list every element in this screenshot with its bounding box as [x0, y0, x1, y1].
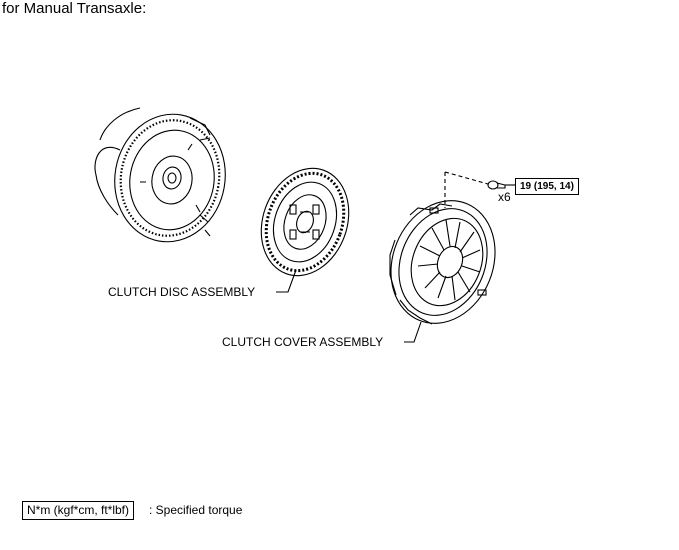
leader-clutch-cover — [404, 321, 422, 343]
leader-clutch-disc — [276, 269, 297, 293]
clutch-cover — [389, 200, 496, 325]
legend-description: : Specified torque — [149, 503, 243, 517]
bolt — [444, 171, 506, 208]
engine-block-outline — [94, 107, 211, 216]
clutch-cover-label: CLUTCH COVER ASSEMBLY — [222, 335, 384, 349]
torque-spec-box: 19 (195, 14) — [515, 178, 579, 195]
clutch-disc-label: CLUTCH DISC ASSEMBLY — [108, 285, 256, 299]
flywheel — [114, 113, 226, 243]
bolt-quantity: x6 — [498, 190, 511, 204]
clutch-disc — [260, 167, 350, 277]
page-heading: for Manual Transaxle: — [2, 0, 147, 17]
legend-unit-box: N*m (kgf*cm, ft*lbf) — [22, 501, 135, 520]
